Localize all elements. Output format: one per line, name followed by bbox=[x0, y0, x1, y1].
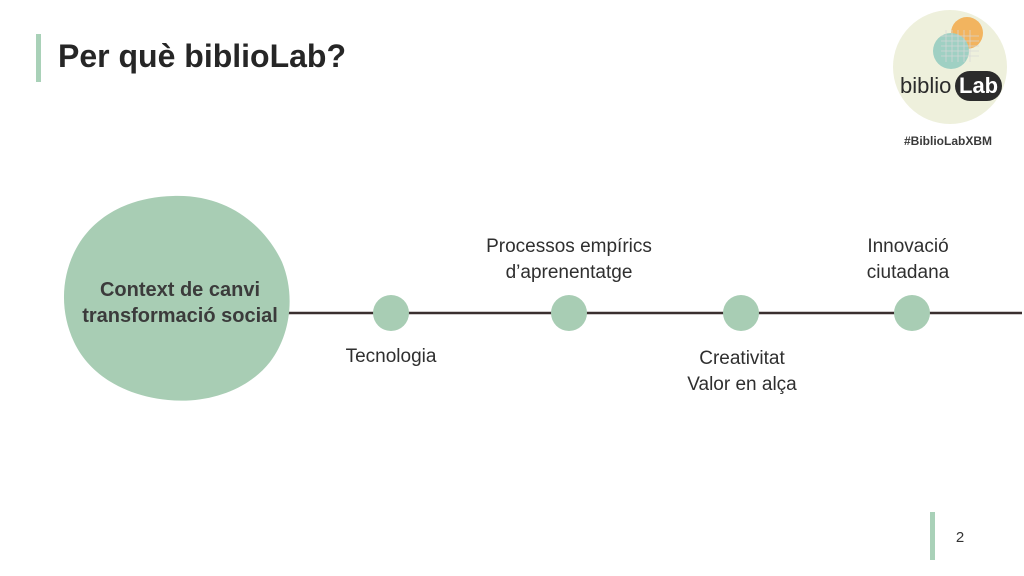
milestone-label-innovacio: Innovació ciutadana bbox=[838, 234, 978, 286]
slide-title: Per què biblioLab? bbox=[58, 38, 347, 74]
milestone-label-processos: Processos empírics d’aprenentatge bbox=[469, 234, 669, 286]
page-number: 2 bbox=[955, 529, 965, 546]
milestone-node-innovacio bbox=[894, 295, 930, 331]
milestone-label-line: Valor en alça bbox=[687, 374, 797, 395]
milestone-node-tecnologia bbox=[373, 295, 409, 331]
logo-lab-pill bbox=[955, 71, 1002, 101]
milestone-node-creativitat bbox=[723, 295, 759, 331]
milestone-node-processos bbox=[551, 295, 587, 331]
milestone-label-line: Tecnologia bbox=[345, 346, 437, 367]
logo-text-lab: Lab bbox=[959, 73, 998, 98]
milestone-label-line: Processos empírics bbox=[486, 236, 652, 257]
context-label: Context de canvi transformació social bbox=[82, 279, 278, 327]
context-blob bbox=[63, 195, 290, 401]
logo-grid-pattern bbox=[941, 30, 979, 62]
milestone-label-line: ciutadana bbox=[866, 262, 950, 283]
milestone-label-line: d’aprenentatge bbox=[505, 262, 633, 283]
title-accent-bar bbox=[36, 34, 41, 82]
page-accent-bar bbox=[930, 512, 935, 560]
milestone-label-tecnologia: Tecnologia bbox=[311, 344, 471, 370]
logo-text-biblio: biblio bbox=[900, 73, 951, 98]
milestone-label-line: Creativitat bbox=[699, 348, 785, 369]
biblio-lab-logo: biblio Lab bbox=[893, 10, 1007, 124]
hashtag: #BiblioLabXBM bbox=[903, 134, 992, 148]
milestone-label-creativitat: Creativitat Valor en alça bbox=[662, 346, 822, 398]
milestone-label-line: Innovació bbox=[867, 236, 949, 257]
